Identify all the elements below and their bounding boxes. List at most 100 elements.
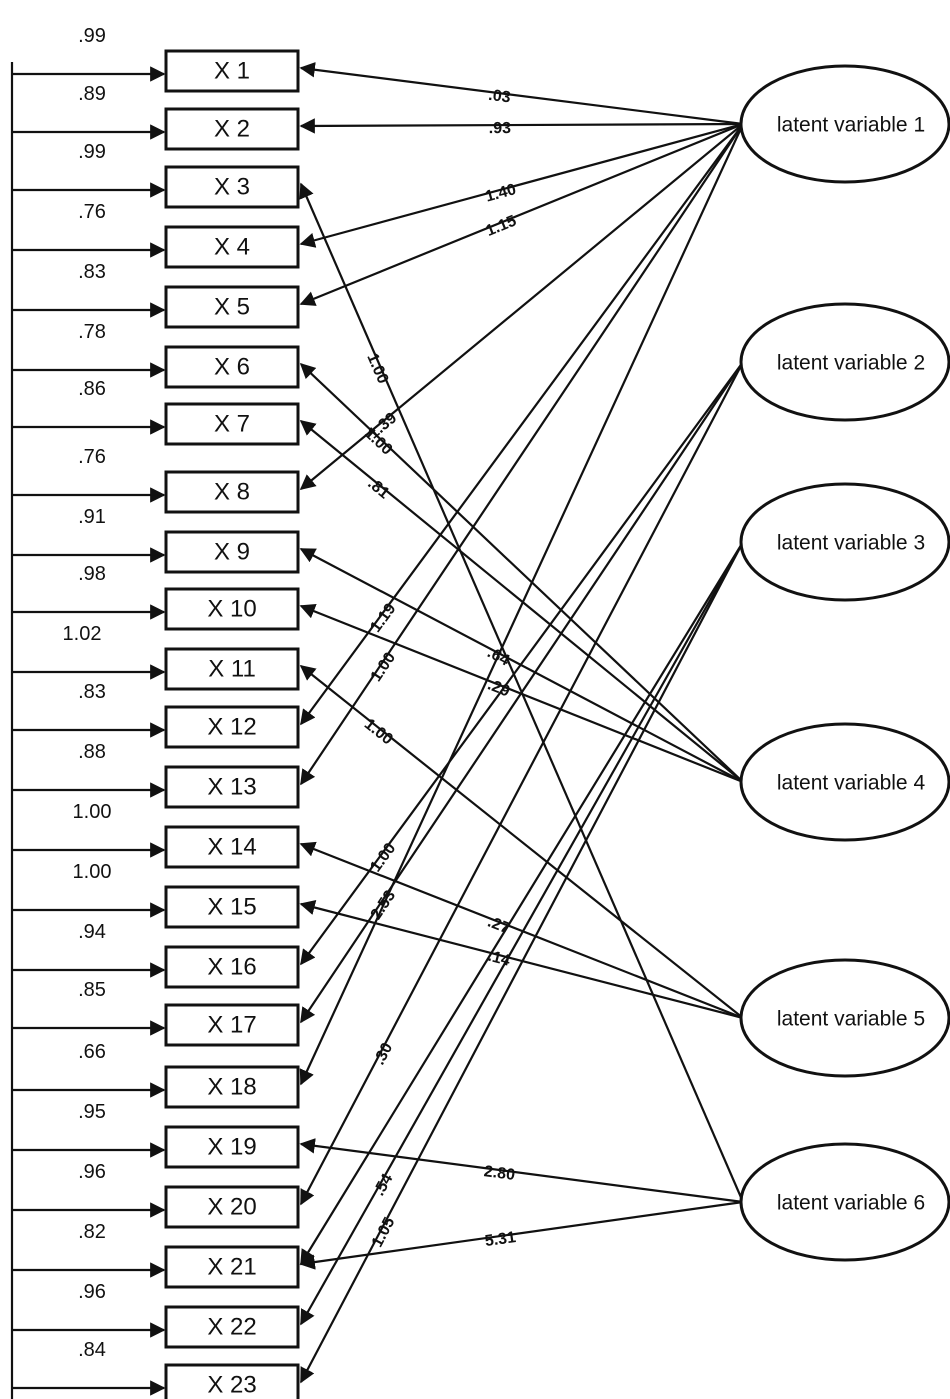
observed-variable-label: X 7 [214, 410, 250, 437]
error-variance-label: .83 [78, 261, 106, 283]
loading-coefficient-label: .93 [489, 120, 511, 137]
observed-variable-label: X 11 [208, 655, 256, 682]
observed-variable-label: X 21 [207, 1253, 256, 1280]
error-variance-label: .88 [78, 741, 106, 763]
observed-variable-label: X 14 [207, 833, 256, 860]
error-variance-label: .83 [78, 681, 106, 703]
error-variance-label: .98 [78, 563, 106, 585]
loading-path-arrow [299, 118, 744, 134]
latent-variable-ellipse [739, 1142, 950, 1262]
latent-variable-ellipse [739, 958, 950, 1078]
observed-variable-box [164, 1003, 300, 1047]
observed-variable-label: X 4 [214, 233, 250, 260]
latent-variable-label: latent variable 6 [777, 1192, 925, 1215]
loading-coefficient-label: .14 [486, 948, 512, 970]
loading-coefficient-label: 5.31 [484, 1229, 517, 1250]
latent-variable-ellipse [739, 64, 950, 184]
loading-coefficient-label: 1.00 [363, 351, 391, 386]
loading-coefficient-label: 2.53 [368, 887, 400, 922]
loading-path-arrow [299, 900, 744, 1020]
latent-variable-label: latent variable 2 [777, 352, 925, 375]
error-variance-label: 1.00 [73, 801, 112, 823]
error-variance-label: .99 [78, 141, 106, 163]
error-variance-label: .96 [78, 1161, 106, 1183]
loading-path-arrow [299, 1138, 744, 1204]
loading-path-arrow [299, 841, 744, 1020]
error-variance-label: .89 [78, 83, 106, 105]
observed-variable-box [164, 765, 300, 809]
loading-path-arrow [299, 123, 744, 490]
error-variance-label: .76 [78, 446, 106, 468]
observed-variable-box [164, 705, 300, 749]
error-variance-label: .78 [78, 321, 106, 343]
error-variance-label: .86 [78, 378, 106, 400]
latent-variable-ellipse [739, 482, 950, 602]
loading-path-arrow [300, 541, 744, 1326]
observed-variable-box [164, 225, 300, 269]
observed-variable-box [164, 49, 300, 93]
loading-paths [299, 62, 745, 1384]
observed-variable-box [164, 1185, 300, 1229]
observed-variable-label: X 17 [207, 1011, 256, 1038]
observed-variable-box [164, 1363, 300, 1399]
error-wires: .99.89.99.76.83.78.86.76.91.981.02.83.88… [10, 25, 166, 1399]
observed-variable-label: X 1 [214, 57, 250, 84]
loading-path-arrow [300, 361, 744, 1206]
latent-variable-ellipse [739, 722, 950, 842]
observed-boxes: X 1X 2X 3X 4X 5X 6X 7X 8X 9X 10X 11X 12X… [164, 49, 300, 1399]
observed-variable-box [164, 945, 300, 989]
loading-coefficient-label: 1.05 [369, 1215, 399, 1251]
observed-variable-label: X 19 [207, 1133, 256, 1160]
observed-variable-label: X 9 [214, 538, 250, 565]
error-variance-label: .66 [78, 1041, 106, 1063]
observed-variable-box [164, 1125, 300, 1169]
observed-variable-label: X 18 [207, 1073, 256, 1100]
loading-coefficient-label: .29 [485, 676, 512, 700]
loading-coefficient-label: 2.80 [483, 1163, 516, 1184]
loading-path-arrow [299, 420, 744, 783]
error-variance-label: .94 [78, 921, 106, 943]
loading-coefficient-label: .27 [485, 914, 512, 938]
loading-path-arrow [299, 123, 744, 1086]
loading-path-arrow [299, 62, 744, 126]
loading-coefficient-label: 1.00 [367, 840, 399, 875]
loading-coefficient-label: 1.00 [368, 649, 400, 684]
loading-path-arrow [299, 122, 744, 248]
observed-variable-box [164, 825, 300, 869]
observed-variable-box [164, 345, 300, 389]
observed-variable-box [164, 1305, 300, 1349]
path-labels: .03.931.401.151.391.191.001.002.53.30.54… [361, 87, 519, 1250]
observed-variable-label: X 23 [207, 1371, 256, 1398]
loading-path-arrow [300, 123, 744, 726]
observed-variable-box [164, 587, 300, 631]
latent-variable-ellipse [739, 302, 950, 422]
error-variance-label: 1.02 [63, 623, 102, 645]
loading-path-arrow [299, 122, 744, 306]
observed-variable-box [164, 1245, 300, 1289]
loading-coefficient-label: .81 [364, 475, 392, 502]
error-variance-label: .99 [78, 25, 106, 47]
observed-variable-box [164, 165, 300, 209]
loading-path-arrow [299, 362, 744, 783]
error-variance-label: .82 [78, 1221, 106, 1243]
latent-variable-label: latent variable 4 [777, 772, 926, 795]
observed-variable-label: X 6 [214, 353, 250, 380]
error-variance-label: 1.00 [73, 861, 112, 883]
latent-variable-label: latent variable 3 [777, 532, 925, 555]
loading-path-arrow [300, 361, 744, 966]
observed-variable-label: X 22 [207, 1313, 256, 1340]
observed-variable-label: X 2 [214, 115, 250, 142]
latent-variable-label: latent variable 5 [777, 1008, 925, 1031]
observed-variable-label: X 10 [207, 595, 256, 622]
observed-variable-box [164, 285, 300, 329]
error-variance-label: .96 [78, 1281, 106, 1303]
loading-path-arrow [299, 182, 745, 1203]
error-variance-label: .76 [78, 201, 106, 223]
observed-variable-label: X 13 [207, 773, 256, 800]
observed-variable-label: X 16 [207, 953, 256, 980]
observed-variable-box [164, 470, 300, 514]
observed-variable-label: X 12 [207, 713, 256, 740]
